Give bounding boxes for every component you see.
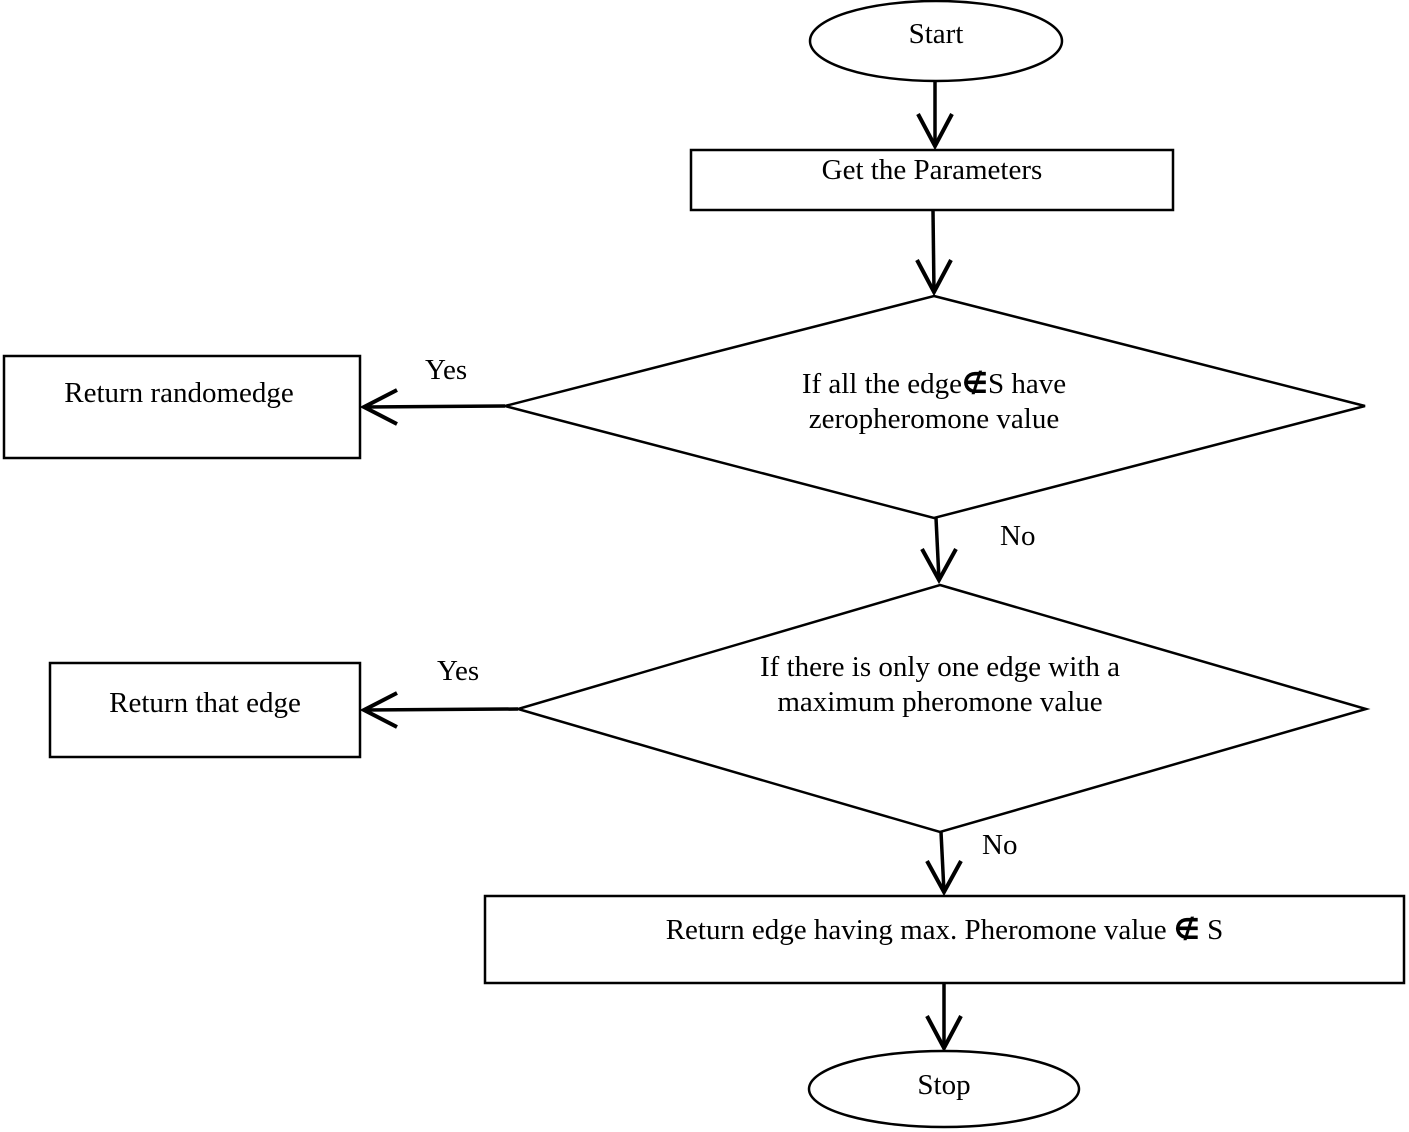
zero-pheromone-condition-line1: If all the edge∉S have bbox=[684, 366, 1184, 402]
decision2-no-connector bbox=[939, 831, 946, 893]
condition-line1-suffix: S have bbox=[988, 368, 1067, 400]
decision1-no-connector bbox=[934, 517, 941, 581]
return-max-edge-suffix: S bbox=[1199, 914, 1224, 946]
start-to-params-arrowhead bbox=[916, 113, 954, 151]
condition-line1-prefix: If all the edge bbox=[801, 368, 963, 400]
return-max-edge-prefix: Return edge having max. Pheromone value bbox=[665, 914, 1174, 946]
return-max-edge-process-shape bbox=[483, 894, 1406, 985]
decision2-yes-label: Yes bbox=[437, 655, 480, 687]
return-max-to-stop-arrowhead bbox=[925, 1015, 963, 1053]
decision1-no-arrowhead bbox=[920, 548, 958, 585]
stop-label: Stop bbox=[917, 1069, 971, 1101]
zero-pheromone-decision-shape bbox=[500, 294, 1366, 520]
return-that-edge-process-shape bbox=[48, 661, 362, 759]
decision1-yes-label: Yes bbox=[425, 354, 468, 386]
return-max-edge-label: Return edge having max. Pheromone value … bbox=[485, 912, 1404, 948]
one-max-edge-decision-shape bbox=[513, 583, 1371, 834]
decision1-yes-connector bbox=[363, 404, 506, 409]
decision2-no-arrowhead bbox=[925, 860, 963, 897]
not-element-of-symbol: ∉ bbox=[1173, 912, 1200, 946]
zero-pheromone-condition-label: If all the edge∉S have zeropheromone val… bbox=[684, 366, 1184, 437]
one-max-edge-condition-label: If there is only one edge with a maximum… bbox=[690, 650, 1190, 720]
start-label: Start bbox=[908, 18, 964, 50]
decision2-yes-arrowhead bbox=[359, 691, 398, 729]
get-parameters-process-shape bbox=[689, 148, 1175, 212]
params-to-decision1-arrowhead bbox=[915, 259, 953, 297]
not-element-of-symbol: ∉ bbox=[962, 366, 989, 400]
start-terminal-shape bbox=[808, 0, 1064, 83]
get-parameters-label: Get the Parameters bbox=[821, 154, 1043, 186]
return-that-edge-label: Return that edge bbox=[109, 687, 301, 719]
return-random-edge-process-shape bbox=[2, 354, 362, 460]
params-to-decision1-connector bbox=[931, 210, 936, 293]
one-max-edge-condition-line1: If there is only one edge with a bbox=[760, 651, 1120, 683]
decision1-yes-arrowhead bbox=[359, 388, 398, 426]
decision2-yes-connector bbox=[363, 707, 519, 712]
zero-pheromone-condition-line2: zeropheromone value bbox=[808, 403, 1060, 435]
decision2-no-label: No bbox=[982, 829, 1018, 861]
one-max-edge-condition-line2: maximum pheromone value bbox=[777, 686, 1103, 718]
return-random-edge-label: Return randomedge bbox=[64, 377, 294, 409]
decision1-no-label: No bbox=[1000, 520, 1036, 552]
